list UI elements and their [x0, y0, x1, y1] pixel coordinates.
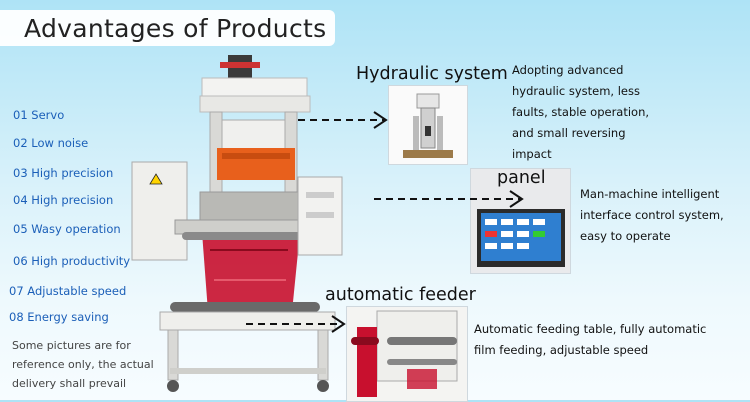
disclaimer-note: Some pictures are for reference only, th… [12, 339, 154, 390]
hydraulic-system-line-1: Adopting advanced [512, 63, 624, 77]
panel-line-3: easy to operate [580, 229, 671, 243]
panel-line-2: interface control system, [580, 208, 724, 222]
panel-title: panel [497, 168, 546, 188]
feature-item-energy-saving: 08 Energy saving [9, 310, 109, 324]
hydraulic-system-line-4: and small reversing [512, 126, 626, 140]
feature-item-adjustable-speed: 07 Adjustable speed [9, 284, 127, 298]
automatic-feeder-line-2: film feeding, adjustable speed [474, 343, 649, 357]
hydraulic-system-image [388, 85, 468, 165]
automatic-feeder-title: automatic feeder [325, 285, 476, 305]
title-banner [0, 10, 335, 46]
hydraulic-system-line-2: hydraulic system, less [512, 84, 640, 98]
hydraulic-system-line-5: impact [512, 147, 552, 161]
hydraulic-arrow [298, 111, 388, 129]
automatic-feeder-image [346, 306, 468, 402]
machine-illustration [131, 55, 341, 392]
hydraulic-system-title: Hydraulic system [356, 64, 508, 84]
automatic-feeder-line-1: Automatic feeding table, fully automatic [474, 322, 707, 336]
side-feeder-frame [297, 176, 343, 256]
feature-item-servo: 01 Servo [13, 108, 65, 122]
feature-item-high-productivity: 06 High productivity [13, 254, 131, 268]
hydraulic-system-line-3: faults, stable operation, [512, 105, 650, 119]
feature-item-high-precision: 03 High precision [13, 166, 114, 180]
feeder-arrow [246, 315, 346, 333]
page-title: Advantages of Products [24, 14, 327, 43]
feature-item-low-noise: 02 Low noise [13, 136, 89, 150]
feature-item-high-precision-2: 04 High precision [13, 193, 114, 207]
feature-item-easy-operation: 05 Wasy operation [13, 222, 121, 236]
panel-arrow [374, 190, 524, 208]
control-panel-image [470, 168, 571, 274]
panel-line-1: Man-machine intelligent [580, 187, 720, 201]
